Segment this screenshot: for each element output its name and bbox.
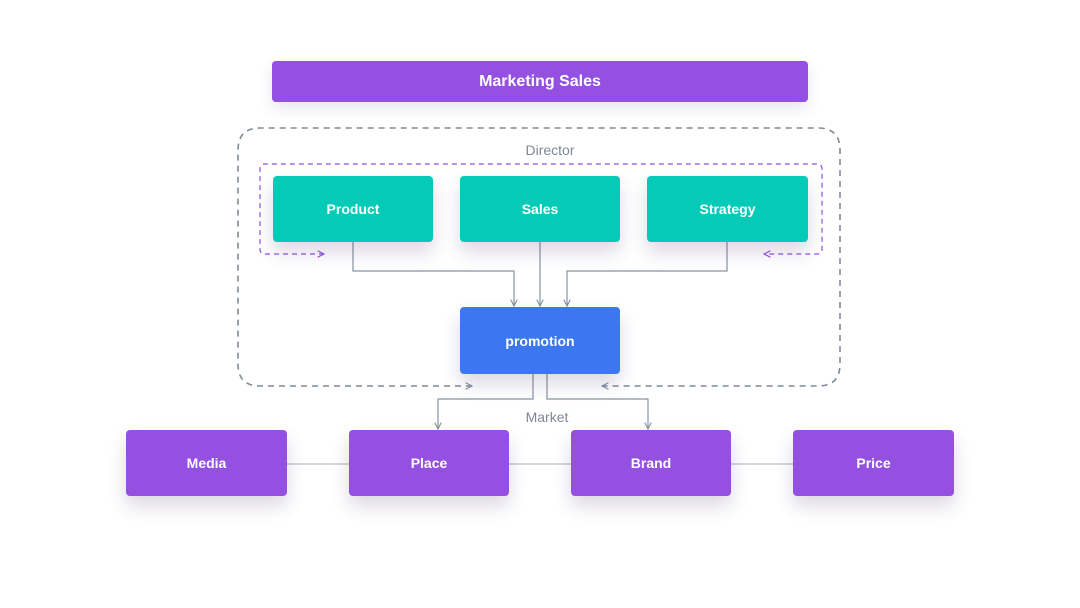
- brand-node-label: Brand: [630, 455, 672, 471]
- connector-product-promotion: [352, 242, 514, 306]
- connector-promotion-brand: [546, 374, 648, 429]
- price-node-label: Price: [856, 455, 891, 471]
- brand-node: Brand: [571, 430, 731, 496]
- strategy-node: Strategy: [647, 176, 808, 242]
- product-node: Product: [273, 176, 433, 242]
- promotion-node: promotion: [460, 307, 620, 374]
- product-node-label: Product: [326, 201, 380, 217]
- place-node-label: Place: [410, 455, 448, 471]
- sales-node: Sales: [460, 176, 620, 242]
- strategy-node-label: Strategy: [699, 201, 756, 217]
- media-node: Media: [126, 430, 287, 496]
- director-group-border: [237, 127, 841, 386]
- price-node: Price: [793, 430, 954, 496]
- sales-node-label: Sales: [521, 201, 559, 217]
- place-node: Place: [349, 430, 509, 496]
- market-label: Market: [525, 409, 569, 425]
- inner-group-border: [259, 163, 823, 254]
- connector-promotion-place: [438, 374, 534, 429]
- marketing-sales-title: Marketing Sales: [479, 72, 601, 90]
- marketing-sales-header: Marketing Sales: [272, 61, 808, 102]
- promotion-node-label: promotion: [505, 332, 575, 349]
- connector-strategy-promotion: [567, 242, 728, 306]
- director-label: Director: [525, 142, 575, 158]
- media-node-label: Media: [186, 455, 227, 471]
